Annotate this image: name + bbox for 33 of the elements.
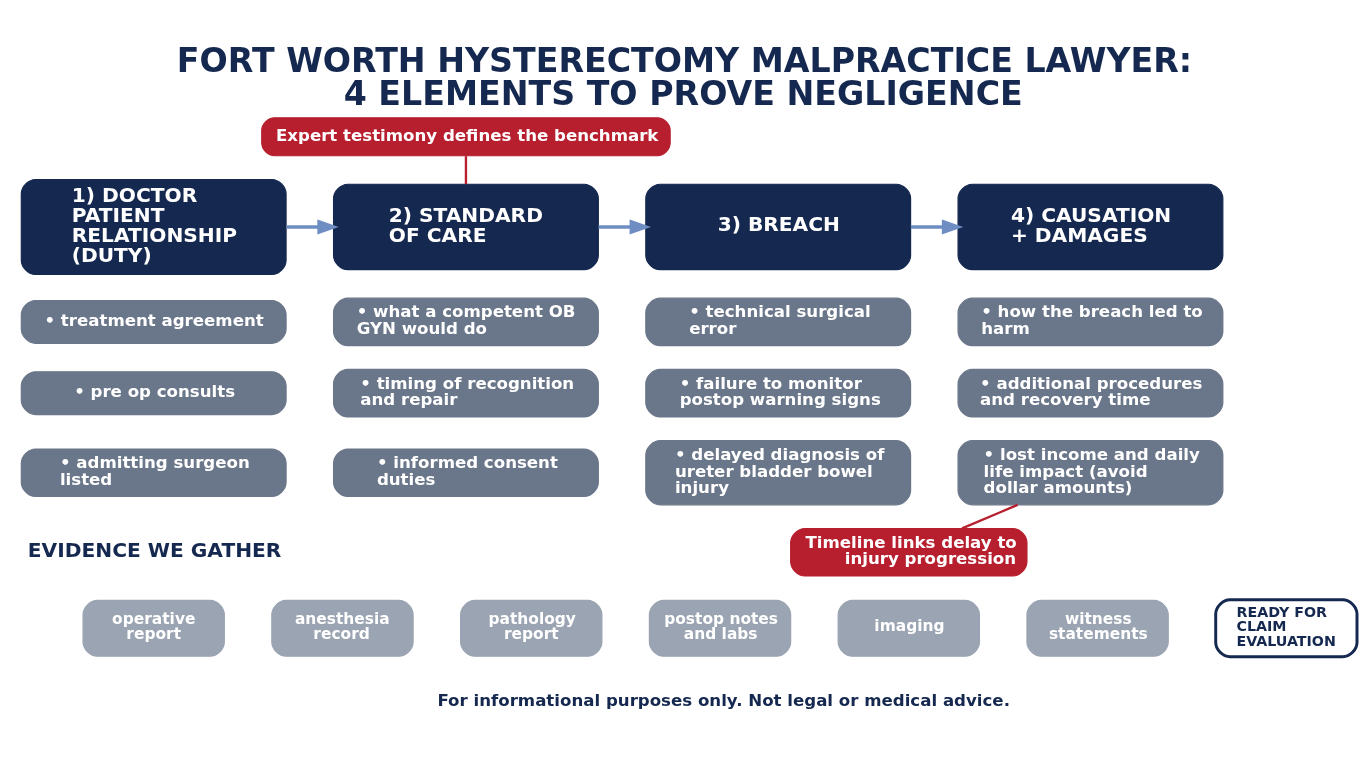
node-box: • technical surgical error: [645, 297, 912, 347]
node-box: anesthesia record: [271, 599, 414, 657]
node-box: operative report: [82, 599, 225, 657]
node-box: 2) STANDARD OF CARE: [332, 183, 599, 271]
node-box: imaging: [837, 599, 981, 657]
arrow: [910, 219, 964, 235]
node-box: READY FOR CLAIM EVALUATION: [1214, 598, 1359, 659]
node-box: • additional procedures and recovery time: [957, 368, 1224, 418]
arrow: [286, 219, 339, 235]
caption: For informational purposes only. Not legal or medical advice.: [437, 690, 1010, 710]
node-box: • pre op consults: [20, 371, 287, 416]
node-box: Expert testimony defines the benchmark: [261, 117, 671, 157]
node-box: • delayed diagnosis of ureter bladder bowel injury: [645, 440, 912, 506]
node-box: • lost income and daily life impact (avoid dollar amounts): [957, 440, 1224, 506]
node-box: postop notes and labs: [648, 599, 792, 657]
node-box: 4) CAUSATION + DAMAGES: [957, 183, 1224, 271]
diagram-title: FORT WORTH HYSTERECTOMY MALPRACTICE LAWYER: 4 ELEMENTS TO PROVE NEGLIGENCE: [176, 40, 1193, 114]
connector: [961, 503, 1019, 530]
node-box: • failure to monitor postop warning signs: [645, 368, 912, 418]
node-box: • how the breach led to harm: [957, 297, 1224, 347]
label: EVIDENCE WE GATHER: [27, 537, 282, 562]
node-box: • what a competent OB GYN would do: [332, 297, 599, 347]
node-box: pathology report: [460, 599, 603, 657]
node-box: 3) BREACH: [645, 183, 912, 271]
node-box: Timeline links delay to injury progression: [790, 527, 1028, 577]
node-box: • informed consent duties: [332, 448, 599, 498]
node-box: • admitting surgeon listed: [20, 448, 287, 498]
node-box: • treatment agreement: [20, 300, 287, 344]
node-box: • timing of recognition and repair: [332, 368, 599, 418]
arrow: [598, 219, 651, 235]
node-box: 1) DOCTOR PATIENT RELATIONSHIP (DUTY): [20, 178, 287, 276]
node-box: witness statements: [1026, 599, 1169, 657]
connector: [464, 156, 468, 185]
